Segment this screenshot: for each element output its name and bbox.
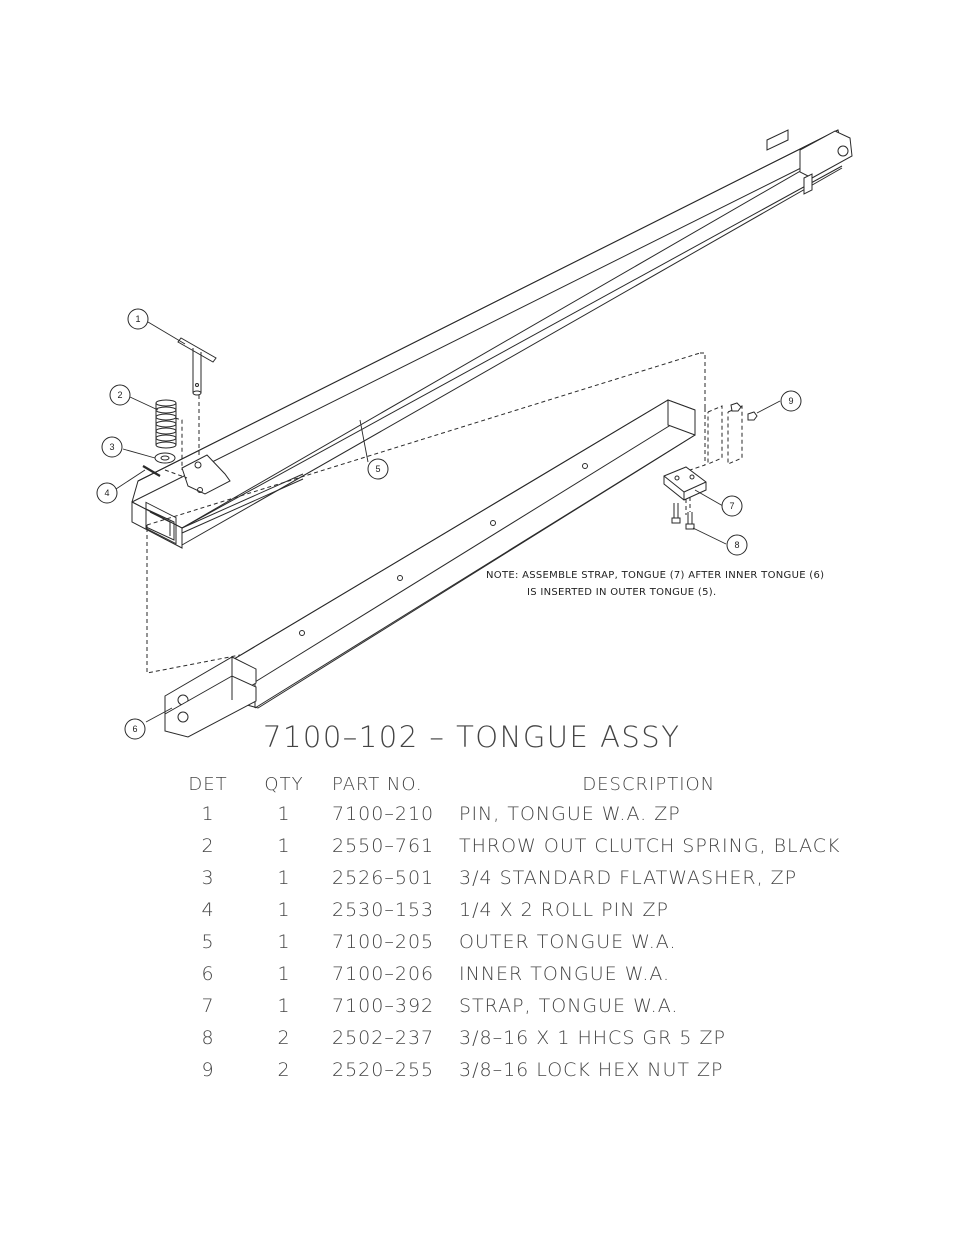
callout-4: 4	[96, 482, 118, 504]
svg-text:8: 8	[734, 540, 739, 550]
cell-part-no: 7100–206	[332, 963, 435, 985]
cell-description: 1/4 X 2 ROLL PIN ZP	[459, 899, 669, 921]
inner-tongue-part	[164, 399, 696, 738]
callout-7: 7	[721, 495, 743, 517]
cell-part-no: 2550–761	[332, 835, 435, 857]
callout-8: 8	[726, 534, 748, 556]
note-line-1: NOTE: ASSEMBLE STRAP, TONGUE (7) AFTER I…	[486, 570, 825, 581]
table-row: 3 1 2526–501 3/4 STANDARD FLATWASHER, ZP	[168, 862, 840, 894]
assembly-note: NOTE: ASSEMBLE STRAP, TONGUE (7) AFTER I…	[486, 567, 824, 601]
table-row: 1 1 7100–210 PIN, TONGUE W.A. ZP	[168, 798, 840, 830]
cell-part-no: 7100–205	[332, 931, 435, 953]
cell-part-no: 7100–392	[332, 995, 435, 1017]
cell-det: 6	[201, 963, 215, 985]
cell-det: 3	[201, 867, 215, 889]
cell-part-no: 2530–153	[332, 899, 435, 921]
hhcs-bolt-part	[671, 503, 695, 530]
svg-text:4: 4	[104, 488, 109, 498]
assembly-dashed-lines	[146, 352, 743, 674]
callout-1: 1	[127, 308, 149, 330]
cell-qty: 1	[277, 931, 291, 953]
cell-description: 3/8–16 LOCK HEX NUT ZP	[459, 1059, 724, 1081]
cell-det: 9	[201, 1059, 215, 1081]
tongue-pin-part	[177, 337, 217, 396]
cell-description: 3/4 STANDARD FLATWASHER, ZP	[459, 867, 798, 889]
cell-part-no: 2526–501	[332, 867, 435, 889]
header-det: DET	[188, 773, 228, 795]
table-row: 8 2 2502–237 3/8–16 X 1 HHCS GR 5 ZP	[168, 1022, 840, 1054]
cell-det: 8	[201, 1027, 215, 1049]
header-qty: QTY	[264, 773, 304, 795]
cell-description: 3/8–16 X 1 HHCS GR 5 ZP	[459, 1027, 726, 1049]
header-description: DESCRIPTION	[582, 773, 716, 795]
cell-det: 7	[201, 995, 215, 1017]
cell-det: 1	[201, 803, 215, 825]
cell-det: 5	[201, 931, 215, 953]
cell-description: THROW OUT CLUTCH SPRING, BLACK	[459, 835, 841, 857]
callout-9: 9	[780, 390, 802, 412]
callout-6: 6	[124, 718, 146, 740]
svg-text:5: 5	[375, 464, 380, 474]
header-part-no: PART NO.	[332, 773, 423, 795]
cell-description: INNER TONGUE W.A.	[459, 963, 671, 985]
callout-leaders	[115, 321, 781, 723]
cell-description: OUTER TONGUE W.A.	[459, 931, 677, 953]
table-row: 5 1 7100–205 OUTER TONGUE W.A.	[168, 926, 840, 958]
table-row: 6 1 7100–206 INNER TONGUE W.A.	[168, 958, 840, 990]
svg-text:1: 1	[135, 314, 140, 324]
cell-qty: 2	[277, 1027, 291, 1049]
svg-text:7: 7	[729, 501, 734, 511]
parts-list-table: DET QTY PART NO. DESCRIPTION 1 1 7100–21…	[168, 770, 840, 1086]
svg-text:3: 3	[109, 442, 114, 452]
assembly-title: 7100–102 – TONGUE ASSY	[263, 720, 681, 754]
cell-qty: 1	[277, 867, 291, 889]
cell-qty: 1	[277, 995, 291, 1017]
outer-tongue-part	[131, 129, 853, 549]
cell-description: STRAP, TONGUE W.A.	[459, 995, 679, 1017]
table-header-row: DET QTY PART NO. DESCRIPTION	[168, 770, 840, 798]
clutch-spring-part	[155, 399, 177, 449]
table-row: 4 1 2530–153 1/4 X 2 ROLL PIN ZP	[168, 894, 840, 926]
cell-qty: 1	[277, 803, 291, 825]
svg-text:6: 6	[132, 724, 137, 734]
cell-part-no: 2520–255	[332, 1059, 435, 1081]
cell-qty: 1	[277, 899, 291, 921]
table-row: 2 1 2550–761 THROW OUT CLUTCH SPRING, BL…	[168, 830, 840, 862]
svg-text:2: 2	[117, 390, 122, 400]
table-row: 7 1 7100–392 STRAP, TONGUE W.A.	[168, 990, 840, 1022]
callout-3: 3	[101, 436, 123, 458]
cell-part-no: 2502–237	[332, 1027, 435, 1049]
cell-part-no: 7100–210	[332, 803, 435, 825]
cell-qty: 2	[277, 1059, 291, 1081]
table-row: 9 2 2520–255 3/8–16 LOCK HEX NUT ZP	[168, 1054, 840, 1086]
callout-5: 5	[367, 458, 389, 480]
cell-description: PIN, TONGUE W.A. ZP	[459, 803, 681, 825]
lock-hex-nut-part	[730, 402, 758, 421]
exploded-assembly-drawing: 1 2 3 4 5 6 7 8 9	[96, 129, 853, 740]
callout-2: 2	[109, 384, 131, 406]
roll-pin-part	[142, 465, 161, 477]
svg-text:9: 9	[788, 396, 793, 406]
note-line-2: IS INSERTED IN OUTER TONGUE (5).	[527, 587, 717, 598]
cell-qty: 1	[277, 963, 291, 985]
cell-det: 4	[201, 899, 215, 921]
tongue-strap-part	[663, 466, 707, 501]
flatwasher-part	[154, 452, 176, 464]
cell-det: 2	[201, 835, 215, 857]
cell-qty: 1	[277, 835, 291, 857]
